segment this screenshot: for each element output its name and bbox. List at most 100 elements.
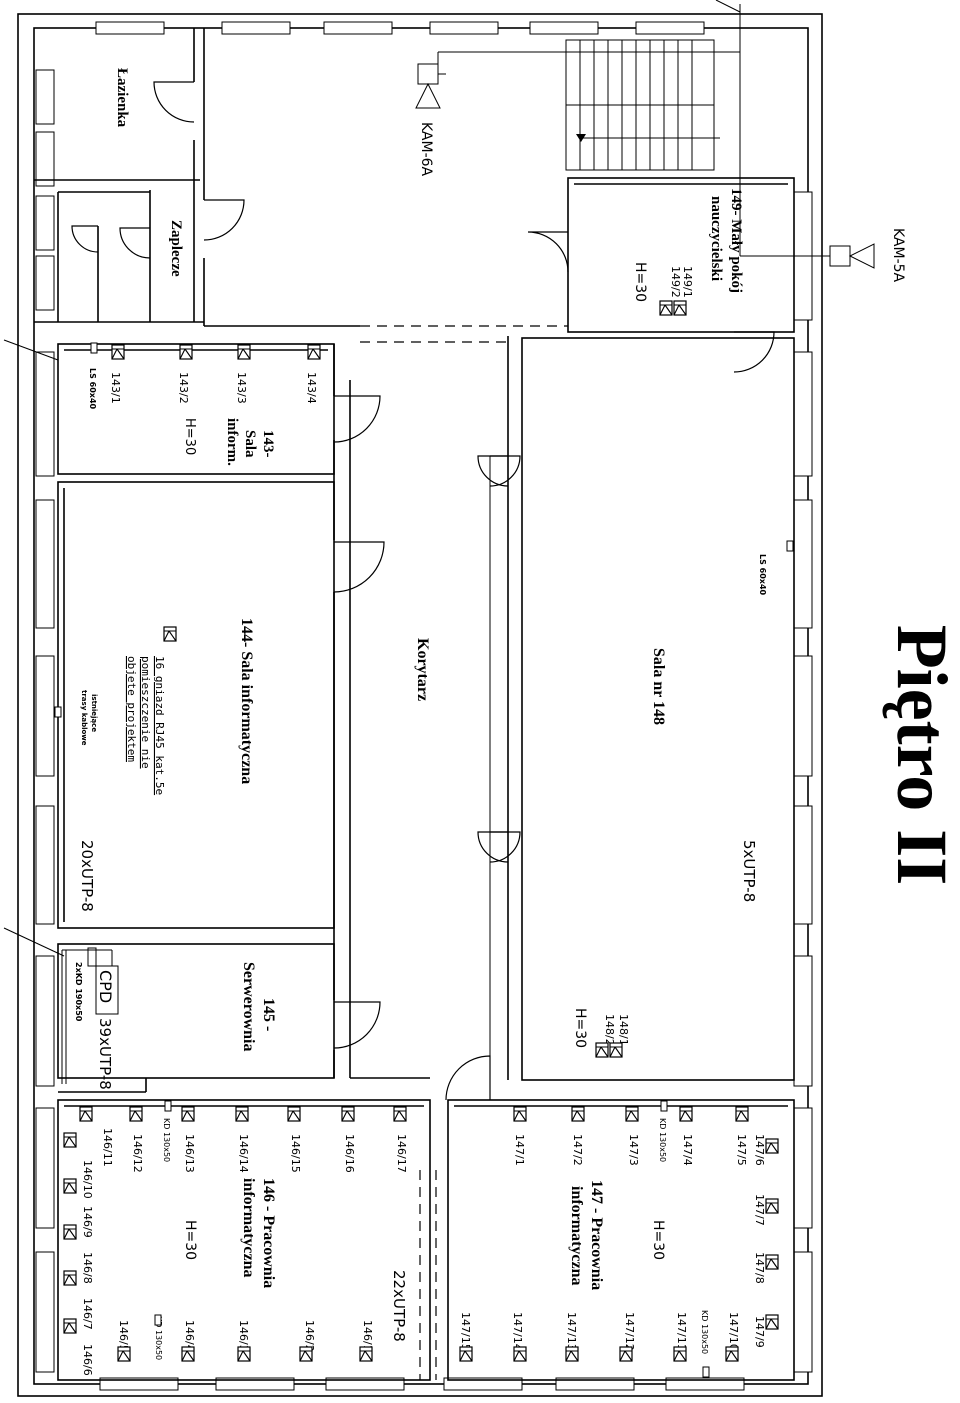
- outlet-147-8: 147/8: [753, 1252, 766, 1284]
- note-144-scope: objete projektem: [125, 656, 138, 762]
- outlet-147-14: 147/14: [511, 1312, 524, 1351]
- windows-left: [35, 69, 55, 1373]
- rj45-outlet-icon: [571, 1106, 585, 1122]
- outlet-146-15: 146/15: [289, 1134, 302, 1173]
- cable-tray-marker: [90, 342, 98, 354]
- rj45-outlet-icon: [513, 1106, 527, 1122]
- outlet-146-1: 146/1: [361, 1320, 374, 1352]
- rj45-outlet-icon: [765, 1138, 779, 1154]
- outlet-147-11: 147/11: [675, 1312, 688, 1351]
- outlet-146-7: 146/7: [81, 1298, 94, 1330]
- cable-tray-marker: [702, 1366, 710, 1378]
- rj45-outlet-icon: [765, 1198, 779, 1214]
- outlet-146-3: 146/3: [237, 1320, 250, 1352]
- note-144-room: pomieszczenie nie: [139, 656, 152, 769]
- rj45-outlet-icon: [393, 1106, 407, 1122]
- section-line-top: [3, 339, 59, 361]
- rj45-outlet-icon: [307, 344, 321, 360]
- tray-kd-146: KD 130x50: [162, 1118, 171, 1162]
- rj45-outlet-icon: [63, 1178, 77, 1194]
- cable-tray-marker: [54, 706, 62, 718]
- rj45-outlet-icon: [725, 1346, 739, 1362]
- rj45-outlet-icon: [129, 1106, 143, 1122]
- outlet-146-11: 146/11: [101, 1128, 114, 1167]
- rj45-outlet-icon: [659, 300, 673, 316]
- room-149-label-2: nauczycielski: [708, 196, 724, 281]
- rj45-outlet-icon: [565, 1346, 579, 1362]
- tray-ls-148: LS 60x40: [758, 554, 767, 596]
- room-148-label: Sala nr 148: [650, 648, 667, 725]
- interior-walls: [34, 28, 795, 1381]
- outlet-146-8: 146/8: [81, 1252, 94, 1284]
- tray-kd-147: KD 130x50: [658, 1118, 667, 1162]
- rotated-labels: Piętro II Łazienka Zaplecze 149- Mały po…: [74, 68, 960, 1376]
- room-143-label-3: inform.: [224, 418, 240, 466]
- height-143: H=30: [182, 418, 197, 455]
- room-147-label-1: 147 - Pracownia: [588, 1180, 605, 1290]
- room-146-label-1: 146 - Pracownia: [260, 1178, 277, 1288]
- outlet-149-1: 149/1: [681, 266, 694, 298]
- camera-kam5a-icon: [740, 243, 875, 269]
- outlet-146-10: 146/10: [81, 1160, 94, 1199]
- rj45-outlet-icon: [625, 1106, 639, 1122]
- outlet-147-15: 147/15: [459, 1312, 472, 1351]
- outlet-143-2: 143/2: [177, 372, 190, 404]
- height-148: H=30: [572, 1008, 588, 1048]
- room-143-label-1: 143-: [260, 430, 276, 458]
- rj45-outlet-icon: [235, 1106, 249, 1122]
- room-144-label: 144- Sala informatyczna: [238, 618, 255, 784]
- tray-kd-146b: KD 130x50: [154, 1316, 163, 1360]
- tray-kd-145: 2xKD 190x50: [74, 962, 83, 1022]
- rj45-outlet-icon: [181, 1346, 195, 1362]
- rj45-outlet-icon: [117, 1346, 131, 1362]
- rj45-outlet-icon: [341, 1106, 355, 1122]
- outlet-147-3: 147/3: [627, 1134, 640, 1166]
- camera-kam6a-icon: [415, 51, 740, 109]
- outlet-149-2: 149/2: [669, 266, 682, 298]
- room-zaplecze-label: Zaplecze: [168, 220, 184, 277]
- outlet-147-12: 147/12: [623, 1312, 636, 1351]
- rj45-outlet-icon: [63, 1224, 77, 1240]
- cpd-cabinet: [95, 965, 119, 1015]
- note-trays-2: trasy kablowe: [80, 690, 88, 746]
- doors: [71, 81, 775, 1101]
- outlet-147-10: 147/10: [727, 1312, 740, 1351]
- windows-right: [793, 191, 813, 1373]
- outlet-147-2: 147/2: [571, 1134, 584, 1166]
- cable-tray-marker: [164, 1100, 172, 1112]
- rj45-outlet-icon: [619, 1346, 633, 1362]
- height-149: H=30: [632, 262, 648, 302]
- rj45-outlet-icon: [163, 626, 177, 642]
- camera-kam5a-label: KAM-5A: [890, 228, 906, 283]
- room-143-label-2: Sala: [242, 430, 258, 458]
- staircase: [565, 39, 720, 171]
- rj45-outlet-icon: [595, 1042, 609, 1058]
- room-146-label-2: informatyczna: [240, 1178, 257, 1278]
- rj45-outlet-icon: [673, 300, 687, 316]
- outlet-147-1: 147/1: [513, 1134, 526, 1166]
- rj45-outlet-icon: [459, 1346, 473, 1362]
- outlet-143-3: 143/3: [235, 372, 248, 404]
- rj45-outlet-icon: [513, 1346, 527, 1362]
- cable-routes: [61, 947, 113, 1084]
- rj45-outlet-icon: [299, 1346, 313, 1362]
- outlet-146-13: 146/13: [183, 1134, 196, 1173]
- room-lazienka-label: Łazienka: [114, 68, 130, 128]
- rj45-outlet-icon: [765, 1254, 779, 1270]
- outlet-148-2: 148/2: [603, 1014, 616, 1046]
- room-145-label-1: 145 -: [260, 998, 277, 1031]
- rj45-outlet-icon: [287, 1106, 301, 1122]
- room-149-label-1: 149- Mały pokój: [728, 188, 744, 293]
- cpd-label: CPD: [96, 970, 115, 1003]
- rj45-outlet-icon: [609, 1042, 623, 1058]
- tray-kd-147b: KD 130x50: [700, 1310, 709, 1354]
- outlet-146-14: 146/14: [237, 1134, 250, 1173]
- windows-bottom: [99, 1377, 745, 1391]
- outlet-148-1: 148/1: [617, 1014, 630, 1046]
- cable-145: 39xUTP-8: [96, 1018, 114, 1090]
- rj45-outlet-icon: [735, 1106, 749, 1122]
- rj45-outlet-icon: [359, 1346, 373, 1362]
- outlet-147-13: 147/13: [565, 1312, 578, 1351]
- outlet-symbols: [54, 300, 794, 1378]
